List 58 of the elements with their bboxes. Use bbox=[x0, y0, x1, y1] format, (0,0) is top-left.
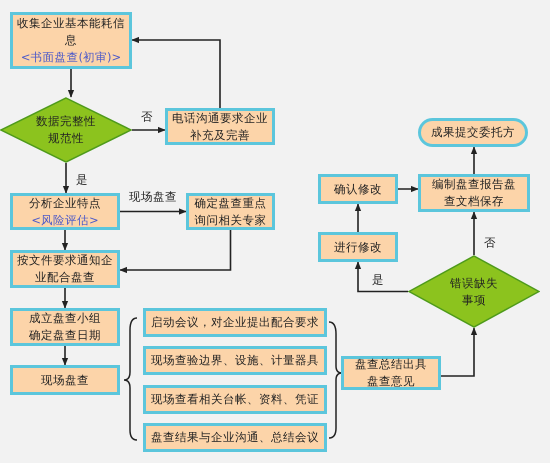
process-box bbox=[318, 232, 398, 262]
arrow bbox=[470, 146, 478, 174]
process-box bbox=[143, 385, 327, 414]
process-box bbox=[10, 308, 120, 346]
arrow bbox=[119, 230, 232, 274]
arrow bbox=[470, 211, 478, 255]
process-box bbox=[318, 174, 398, 204]
arrow bbox=[62, 230, 68, 251]
process-box bbox=[186, 193, 275, 230]
node-text: 现场盘查 bbox=[41, 372, 89, 388]
node-text: 错误缺失事项 bbox=[449, 274, 499, 308]
node-text: 分析企业特点 bbox=[29, 194, 101, 212]
edge-label: 是 bbox=[75, 172, 89, 188]
node-text: 盘查总结出具盘查意见 bbox=[354, 356, 428, 390]
node-text: 现场查看相关台帐、资料、凭证 bbox=[151, 391, 319, 408]
process-box bbox=[165, 108, 275, 145]
process-box bbox=[143, 308, 327, 337]
arrow bbox=[354, 203, 362, 232]
node-text: 成果提交委托方 bbox=[431, 124, 515, 141]
node-text: 确认修改 bbox=[334, 180, 382, 198]
node-text: 收集企业基本能耗信息 bbox=[16, 15, 126, 49]
arrow bbox=[62, 163, 70, 194]
decision-diamond bbox=[0, 97, 132, 163]
process-box bbox=[10, 12, 132, 69]
process-box bbox=[10, 193, 120, 230]
node-text: 进行修改 bbox=[334, 238, 382, 256]
node-text: 盘查结果与企业沟通、总结会议 bbox=[151, 429, 319, 446]
node-text: 数据完整性规范性 bbox=[36, 113, 96, 147]
node-text: 编制盘查报告盘查文档保存 bbox=[431, 176, 517, 210]
edge-label: 否 bbox=[483, 236, 497, 250]
node-text: 按文件要求通知企业配合盘查 bbox=[16, 252, 114, 286]
arrow bbox=[120, 208, 187, 215]
arrow bbox=[62, 346, 68, 366]
arrow bbox=[62, 288, 68, 309]
edge-label: 否 bbox=[140, 110, 154, 124]
arrow bbox=[354, 261, 408, 292]
node-text: 成立盘查小组确定盘查日期 bbox=[28, 310, 102, 344]
process-box bbox=[10, 250, 120, 288]
terminal-box bbox=[418, 118, 528, 147]
node-text: 确定盘查重点询问相关专家 bbox=[194, 194, 268, 228]
process-box bbox=[143, 423, 327, 452]
arrow bbox=[398, 186, 419, 192]
node-text: 启动会议，对企业提出配合要求 bbox=[151, 314, 319, 331]
arrow bbox=[68, 69, 74, 98]
node-text: 电话沟通要求企业补充及完善 bbox=[171, 110, 269, 144]
arrow bbox=[132, 126, 166, 134]
arrow bbox=[131, 36, 221, 108]
process-box bbox=[143, 346, 327, 375]
node-text: 现场查验边界、设施、计量器具 bbox=[151, 352, 319, 369]
arrow bbox=[441, 327, 478, 377]
process-box bbox=[10, 365, 120, 395]
edge-label: 现场盘查 bbox=[128, 190, 178, 204]
edge-label: 是 bbox=[371, 272, 385, 288]
decision-diamond bbox=[408, 255, 540, 328]
process-box bbox=[341, 356, 441, 390]
subtitle-text: <风险评估> bbox=[31, 212, 99, 228]
subtitle-text: <书面盘查(初审)> bbox=[20, 48, 122, 66]
process-box bbox=[418, 174, 530, 212]
